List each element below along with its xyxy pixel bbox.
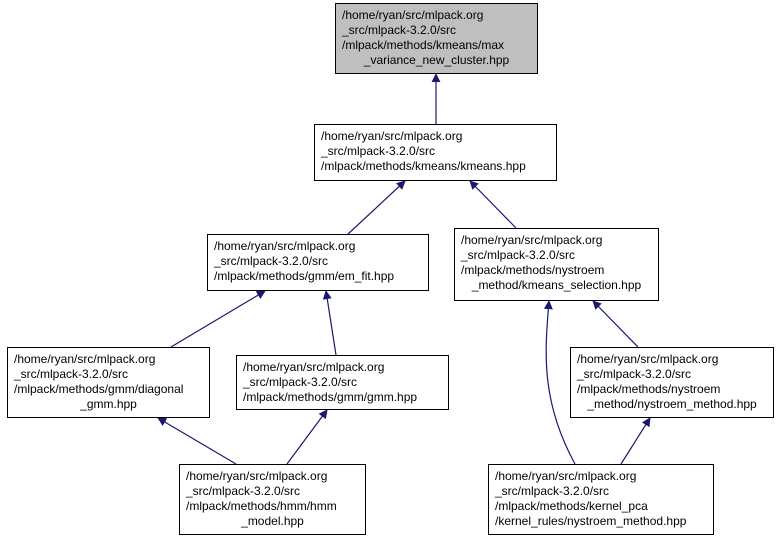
node-kmeans[interactable]: /home/ryan/src/mlpack.org _src/mlpack-3.… [314,124,557,181]
node-nystroem-method-line-1: /home/ryan/src/mlpack.org [577,352,719,366]
node-kmeans-line-2: _src/mlpack-3.2.0/src [321,144,436,158]
node-kernel-rules-nystroem-method-line-4: /kernel_rules/nystroem_method.hpp [495,514,687,528]
edge-hmm-model-to-gmm [286,409,328,465]
node-max-variance-new-cluster-line-3: /mlpack/methods/kmeans/max [342,38,505,52]
edge-nystroem-method-to-kmeans-selection [592,300,639,348]
node-max-variance-new-cluster-line-1: /home/ryan/src/mlpack.org [342,8,484,22]
node-kernel-rules-nystroem-method-line-1: /home/ryan/src/mlpack.org [495,469,637,483]
node-em-fit[interactable]: /home/ryan/src/mlpack.org _src/mlpack-3.… [207,234,429,291]
node-gmm[interactable]: /home/ryan/src/mlpack.org _src/mlpack-3.… [236,355,449,410]
node-kmeans-selection-line-1: /home/ryan/src/mlpack.org [461,233,603,247]
node-hmm-model[interactable]: /home/ryan/src/mlpack.org _src/mlpack-3.… [179,464,366,535]
node-kernel-rules-nystroem-method-line-2: _src/mlpack-3.2.0/src [495,484,610,498]
node-hmm-model-line-3: /mlpack/methods/hmm/hmm [186,499,337,513]
node-em-fit-line-1: /home/ryan/src/mlpack.org [214,239,356,253]
edge-hmm-model-to-diagonal-gmm [157,417,237,465]
node-kernel-rules-nystroem-method[interactable]: /home/ryan/src/mlpack.org _src/mlpack-3.… [488,464,714,535]
node-gmm-line-2: _src/mlpack-3.2.0/src [243,375,358,389]
node-em-fit-line-3: /mlpack/methods/gmm/em_fit.hpp [214,269,395,283]
node-diagonal-gmm-line-2: _src/mlpack-3.2.0/src [14,367,129,381]
node-diagonal-gmm-line-1: /home/ryan/src/mlpack.org [14,352,156,366]
node-kmeans-selection-line-4: _method/kmeans_selection.hpp [471,278,642,292]
edge-diagonal-gmm-to-em-fit [170,290,266,348]
node-kmeans-selection[interactable]: /home/ryan/src/mlpack.org _src/mlpack-3.… [454,228,659,301]
node-nystroem-method[interactable]: /home/ryan/src/mlpack.org _src/mlpack-3.… [570,347,774,418]
edge-kmeans-selection-to-kmeans [469,180,517,229]
node-hmm-model-line-4: _model.hpp [241,514,304,528]
node-diagonal-gmm-line-4: _gmm.hpp [80,397,137,411]
node-kmeans-selection-line-2: _src/mlpack-3.2.0/src [461,248,576,262]
node-nystroem-method-line-2: _src/mlpack-3.2.0/src [577,367,692,381]
edge-kernel-rules-to-kmeans-selection [543,300,576,465]
node-diagonal-gmm[interactable]: /home/ryan/src/mlpack.org _src/mlpack-3.… [7,347,210,418]
node-kmeans-line-3: /mlpack/methods/kmeans/kmeans.hpp [321,159,526,173]
node-nystroem-method-line-3: /mlpack/methods/nystroem [577,382,721,396]
node-hmm-model-line-1: /home/ryan/src/mlpack.org [186,469,328,483]
node-nystroem-method-line-4: _method/nystroem_method.hpp [587,397,757,411]
node-kmeans-selection-line-3: /mlpack/methods/nystroem [461,263,605,277]
edge-em-fit-to-kmeans [347,180,406,235]
node-diagonal-gmm-line-3: /mlpack/methods/gmm/diagonal [14,382,184,396]
node-gmm-line-1: /home/ryan/src/mlpack.org [243,360,385,374]
node-kmeans-line-1: /home/ryan/src/mlpack.org [321,129,463,143]
edge-kernel-rules-to-nystroem-method [620,417,651,465]
node-kernel-rules-nystroem-method-line-3: /mlpack/methods/kernel_pca [495,499,648,513]
node-max-variance-new-cluster-line-2: _src/mlpack-3.2.0/src [342,23,457,37]
node-max-variance-new-cluster: /home/ryan/src/mlpack.org _src/mlpack-3.… [335,3,538,74]
node-em-fit-line-2: _src/mlpack-3.2.0/src [214,254,329,268]
node-max-variance-new-cluster-line-4: _variance_new_cluster.hpp [363,53,510,67]
node-gmm-line-3: /mlpack/methods/gmm/gmm.hpp [243,390,418,404]
edge-gmm-to-em-fit [322,290,337,356]
node-hmm-model-line-2: _src/mlpack-3.2.0/src [186,484,301,498]
